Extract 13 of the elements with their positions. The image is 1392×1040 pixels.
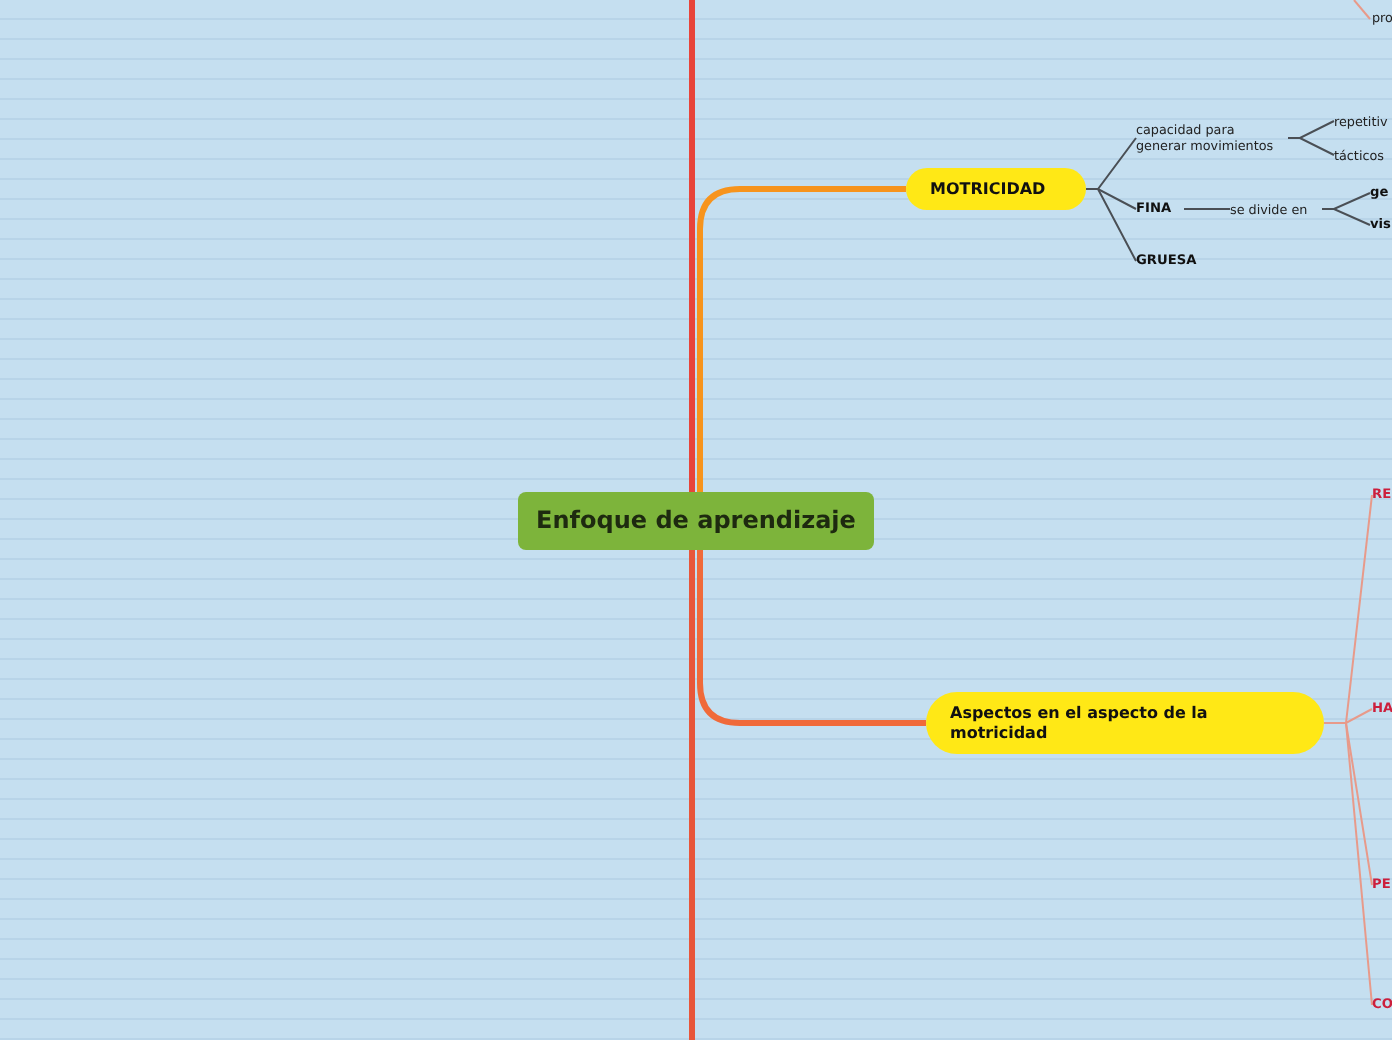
connector-line xyxy=(1287,137,1335,156)
connector-line xyxy=(1321,208,1371,226)
central-topic-box: Enfoque de aprendizaje xyxy=(518,492,874,550)
connector-line xyxy=(689,550,695,1040)
connector-line xyxy=(1323,722,1373,1006)
connector-line xyxy=(697,186,906,492)
connector-line xyxy=(1353,0,1371,20)
connector-line xyxy=(1183,208,1231,210)
connector-line xyxy=(689,0,695,492)
topic-pill: Aspectos en el aspecto de la motricidad xyxy=(926,692,1324,754)
connector-line xyxy=(1085,188,1137,262)
topic-pill: MOTRICIDAD xyxy=(906,168,1086,210)
connector-line xyxy=(697,550,926,726)
